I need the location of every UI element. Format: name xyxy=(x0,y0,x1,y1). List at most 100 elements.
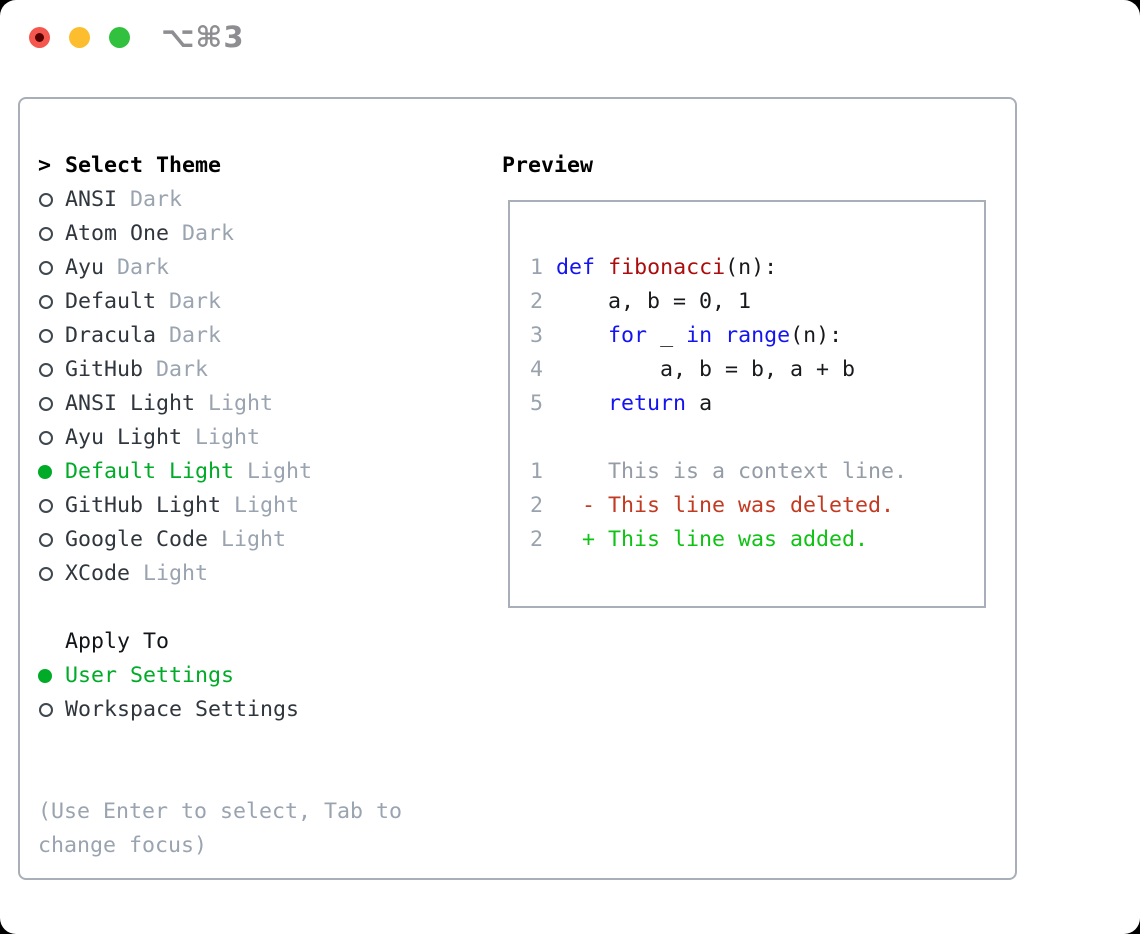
theme-variant: Light xyxy=(143,561,209,586)
radio-icon xyxy=(39,261,53,275)
theme-variant: Dark xyxy=(130,187,183,212)
theme-variant: Dark xyxy=(182,221,235,246)
cursor-icon: > xyxy=(38,153,52,178)
code-token-keyword: in xyxy=(686,323,713,348)
select-theme-title: > Select Theme xyxy=(38,149,462,183)
radio-marker xyxy=(38,431,65,445)
radio-icon xyxy=(39,295,53,309)
radio-marker xyxy=(38,567,65,581)
line-number: 5 xyxy=(530,391,544,416)
theme-option[interactable]: Default Light Light xyxy=(38,455,462,489)
diff-line-context: 1 This is a context line. xyxy=(530,455,984,489)
theme-name: Ayu xyxy=(65,255,105,280)
code-line: 4 a, b = b, a + b xyxy=(530,353,984,387)
hint-text: (Use Enter to select, Tab to change focu… xyxy=(38,799,403,858)
code-token-plain xyxy=(595,255,608,280)
apply-option[interactable]: User Settings xyxy=(38,659,462,693)
radio-marker xyxy=(38,295,65,309)
select-theme-title-label: Select Theme xyxy=(65,153,222,178)
code-token-keyword: for xyxy=(608,323,648,348)
code-token-plain: (n): xyxy=(725,255,778,280)
line-number: 2 xyxy=(530,527,544,552)
code-token-keyword: return xyxy=(608,391,687,416)
code-line: 5 return a xyxy=(530,387,984,421)
theme-name: Google Code xyxy=(65,527,209,552)
theme-option[interactable]: ANSI Dark xyxy=(38,183,462,217)
theme-option[interactable]: GitHub Light Light xyxy=(38,489,462,523)
zoom-button[interactable] xyxy=(109,27,130,48)
theme-variant: Light xyxy=(234,493,300,518)
code-token-keyword: range xyxy=(725,323,791,348)
line-number: 3 xyxy=(530,323,544,348)
theme-variant: Light xyxy=(208,391,274,416)
theme-option[interactable]: Google Code Light xyxy=(38,523,462,557)
radio-icon xyxy=(39,227,53,241)
diff-preview: 1 This is a context line.2 - This line w… xyxy=(530,455,984,557)
code-token-keyword: def xyxy=(556,255,596,280)
theme-name: Dracula xyxy=(65,323,157,348)
apply-option-label: Workspace Settings xyxy=(65,697,300,722)
radio-marker xyxy=(38,227,65,241)
theme-variant: Light xyxy=(221,527,287,552)
radio-marker xyxy=(38,193,65,207)
theme-name: ANSI xyxy=(65,187,118,212)
theme-name: GitHub Light xyxy=(65,493,222,518)
radio-icon xyxy=(39,363,53,377)
line-number: 1 xyxy=(530,255,544,280)
theme-variant: Dark xyxy=(169,289,222,314)
radio-icon xyxy=(39,703,53,717)
traffic-lights xyxy=(29,27,130,48)
theme-variant: Dark xyxy=(117,255,170,280)
radio-icon xyxy=(39,533,53,547)
code-token-function: fibonacci xyxy=(608,255,726,280)
apply-option[interactable]: Workspace Settings xyxy=(38,693,462,727)
radio-marker xyxy=(38,465,65,479)
radio-marker xyxy=(38,329,65,343)
code-token-plain: (n): xyxy=(790,323,843,348)
theme-option[interactable]: Atom One Dark xyxy=(38,217,462,251)
spacer xyxy=(38,727,462,761)
radio-icon xyxy=(39,431,53,445)
radio-icon xyxy=(39,567,53,581)
code-token-plain xyxy=(556,323,608,348)
theme-variant: Light xyxy=(195,425,261,450)
theme-variant: Dark xyxy=(156,357,209,382)
diff-text: + This line was added. xyxy=(543,527,869,552)
theme-variant: Light xyxy=(247,459,313,484)
radio-marker xyxy=(38,397,65,411)
code-token-plain: _ xyxy=(647,323,687,348)
code-line: 1 def fibonacci(n): xyxy=(530,251,984,285)
minimize-button[interactable] xyxy=(69,27,90,48)
code-token-plain: a xyxy=(686,391,713,416)
radio-icon xyxy=(39,193,53,207)
apply-to-title: Apply To xyxy=(38,625,462,659)
theme-option[interactable]: Ayu Dark xyxy=(38,251,462,285)
spacer xyxy=(38,591,462,625)
radio-icon xyxy=(39,397,53,411)
radio-marker xyxy=(38,703,65,717)
diff-line-added: 2 + This line was added. xyxy=(530,523,984,557)
radio-marker xyxy=(38,669,65,683)
radio-selected-icon xyxy=(38,465,52,479)
code-token-plain: a, b = b, a + b xyxy=(556,357,856,382)
radio-icon xyxy=(39,329,53,343)
theme-option[interactable]: Default Dark xyxy=(38,285,462,319)
diff-text: This is a context line. xyxy=(543,459,908,484)
theme-name: Atom One xyxy=(65,221,170,246)
theme-name: Default Light xyxy=(65,459,235,484)
theme-name: XCode xyxy=(65,561,131,586)
theme-name: Default xyxy=(65,289,157,314)
close-button[interactable] xyxy=(29,27,50,48)
line-number: 1 xyxy=(530,459,544,484)
radio-icon xyxy=(39,499,53,513)
modified-dot-icon xyxy=(35,33,44,42)
theme-option[interactable]: XCode Light xyxy=(38,557,462,591)
